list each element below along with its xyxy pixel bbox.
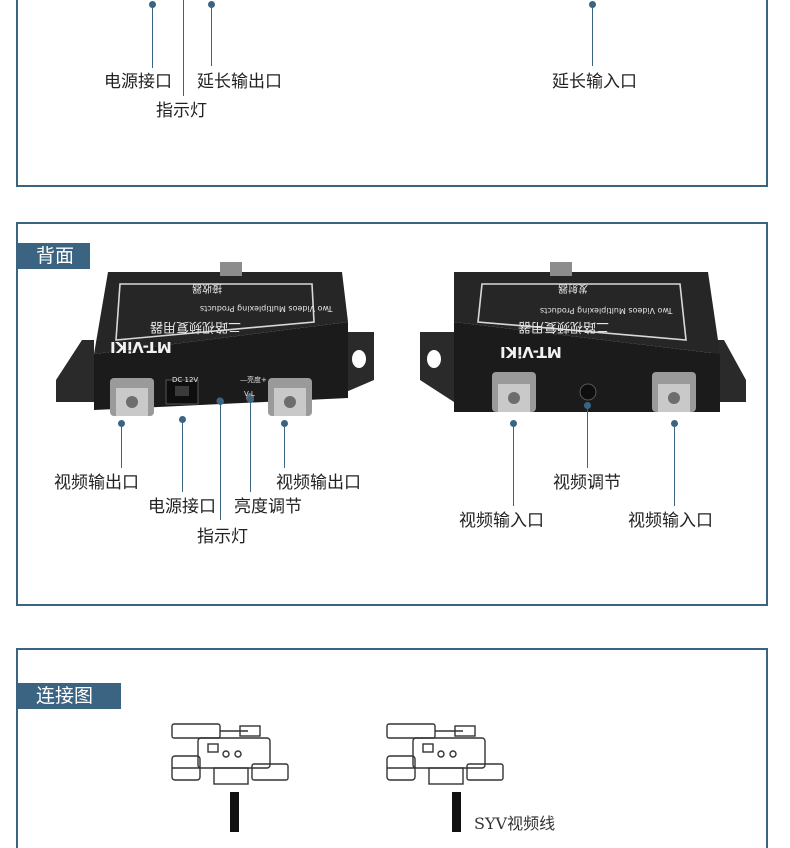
label-video-in-right: 视频输入口 (628, 511, 713, 531)
label-video-out-left: 视频输出口 (54, 473, 139, 493)
receiver-dc-label: DC 12V (172, 376, 199, 384)
leader-line-extend-output (211, 6, 212, 66)
leader-dot-extend-output (208, 1, 215, 8)
receiver-vl-label: V-L (244, 390, 255, 398)
label-indicator-top: 指示灯 (156, 101, 207, 121)
label-video-out-right: 视频输出口 (276, 473, 361, 493)
label-video-in-left: 视频输入口 (459, 511, 544, 531)
leader-line-brightness (250, 400, 251, 492)
section-title-back: 背面 (18, 243, 90, 269)
label-power-port-back: 电源接口 (148, 497, 216, 517)
cable-label: SYV视频线 (474, 814, 556, 833)
leader-line-extend-input (592, 6, 593, 66)
transmitter-brand: MT-ViKI (500, 343, 562, 361)
leader-dot-video-in-left (510, 420, 517, 427)
leader-dot-video-out-left (118, 420, 125, 427)
cable-line (452, 792, 461, 832)
label-power-port-top: 电源接口 (104, 72, 172, 92)
leader-dot-extend-input (589, 1, 596, 8)
leader-line-video-in-left (513, 424, 514, 506)
leader-line-indicator (183, 0, 184, 96)
leader-dot-video-adjust (584, 402, 591, 409)
label-indicator-back: 指示灯 (197, 527, 248, 547)
leader-line-indicator-back (220, 402, 221, 520)
receiver-brightness-label: —亮度+ (240, 376, 267, 384)
receiver-brand: MT-ViKI (110, 338, 172, 356)
front-panel-section (16, 0, 768, 187)
camera-icon (171, 723, 289, 785)
transmitter-role: 发射器 (558, 282, 588, 293)
label-extend-output: 延长输出口 (197, 72, 282, 92)
leader-dot-power-back (179, 416, 186, 423)
leader-dot-video-out-right (281, 420, 288, 427)
leader-line-video-adjust (587, 406, 588, 468)
connection-diagram-section (16, 648, 768, 848)
label-brightness: 亮度调节 (234, 497, 302, 517)
transmitter-model-cn: 二路视频复用器 (518, 319, 610, 334)
camera-icon (386, 723, 504, 785)
receiver-role: 接收器 (192, 282, 222, 293)
leader-line-power (152, 6, 153, 68)
leader-line-power-back (182, 420, 183, 492)
receiver-model-cn: 二路视频复用器 (150, 319, 242, 334)
leader-dot-video-in-right (671, 420, 678, 427)
transmitter-device-illustration (420, 262, 746, 412)
leader-line-video-out-right (284, 424, 285, 468)
leader-dot-indicator-back (217, 398, 224, 405)
label-video-adjust: 视频调节 (553, 473, 621, 493)
leader-dot-power (149, 1, 156, 8)
section-title-connection: 连接图 (18, 683, 121, 709)
receiver-model-en: Two Videos Multiplexing Products (200, 304, 333, 313)
leader-line-video-out-left (121, 424, 122, 468)
leader-dot-brightness (247, 396, 254, 403)
cable-line (230, 792, 239, 832)
receiver-device-illustration (56, 262, 374, 416)
label-extend-input: 延长输入口 (552, 72, 637, 92)
leader-line-video-in-right (674, 424, 675, 506)
